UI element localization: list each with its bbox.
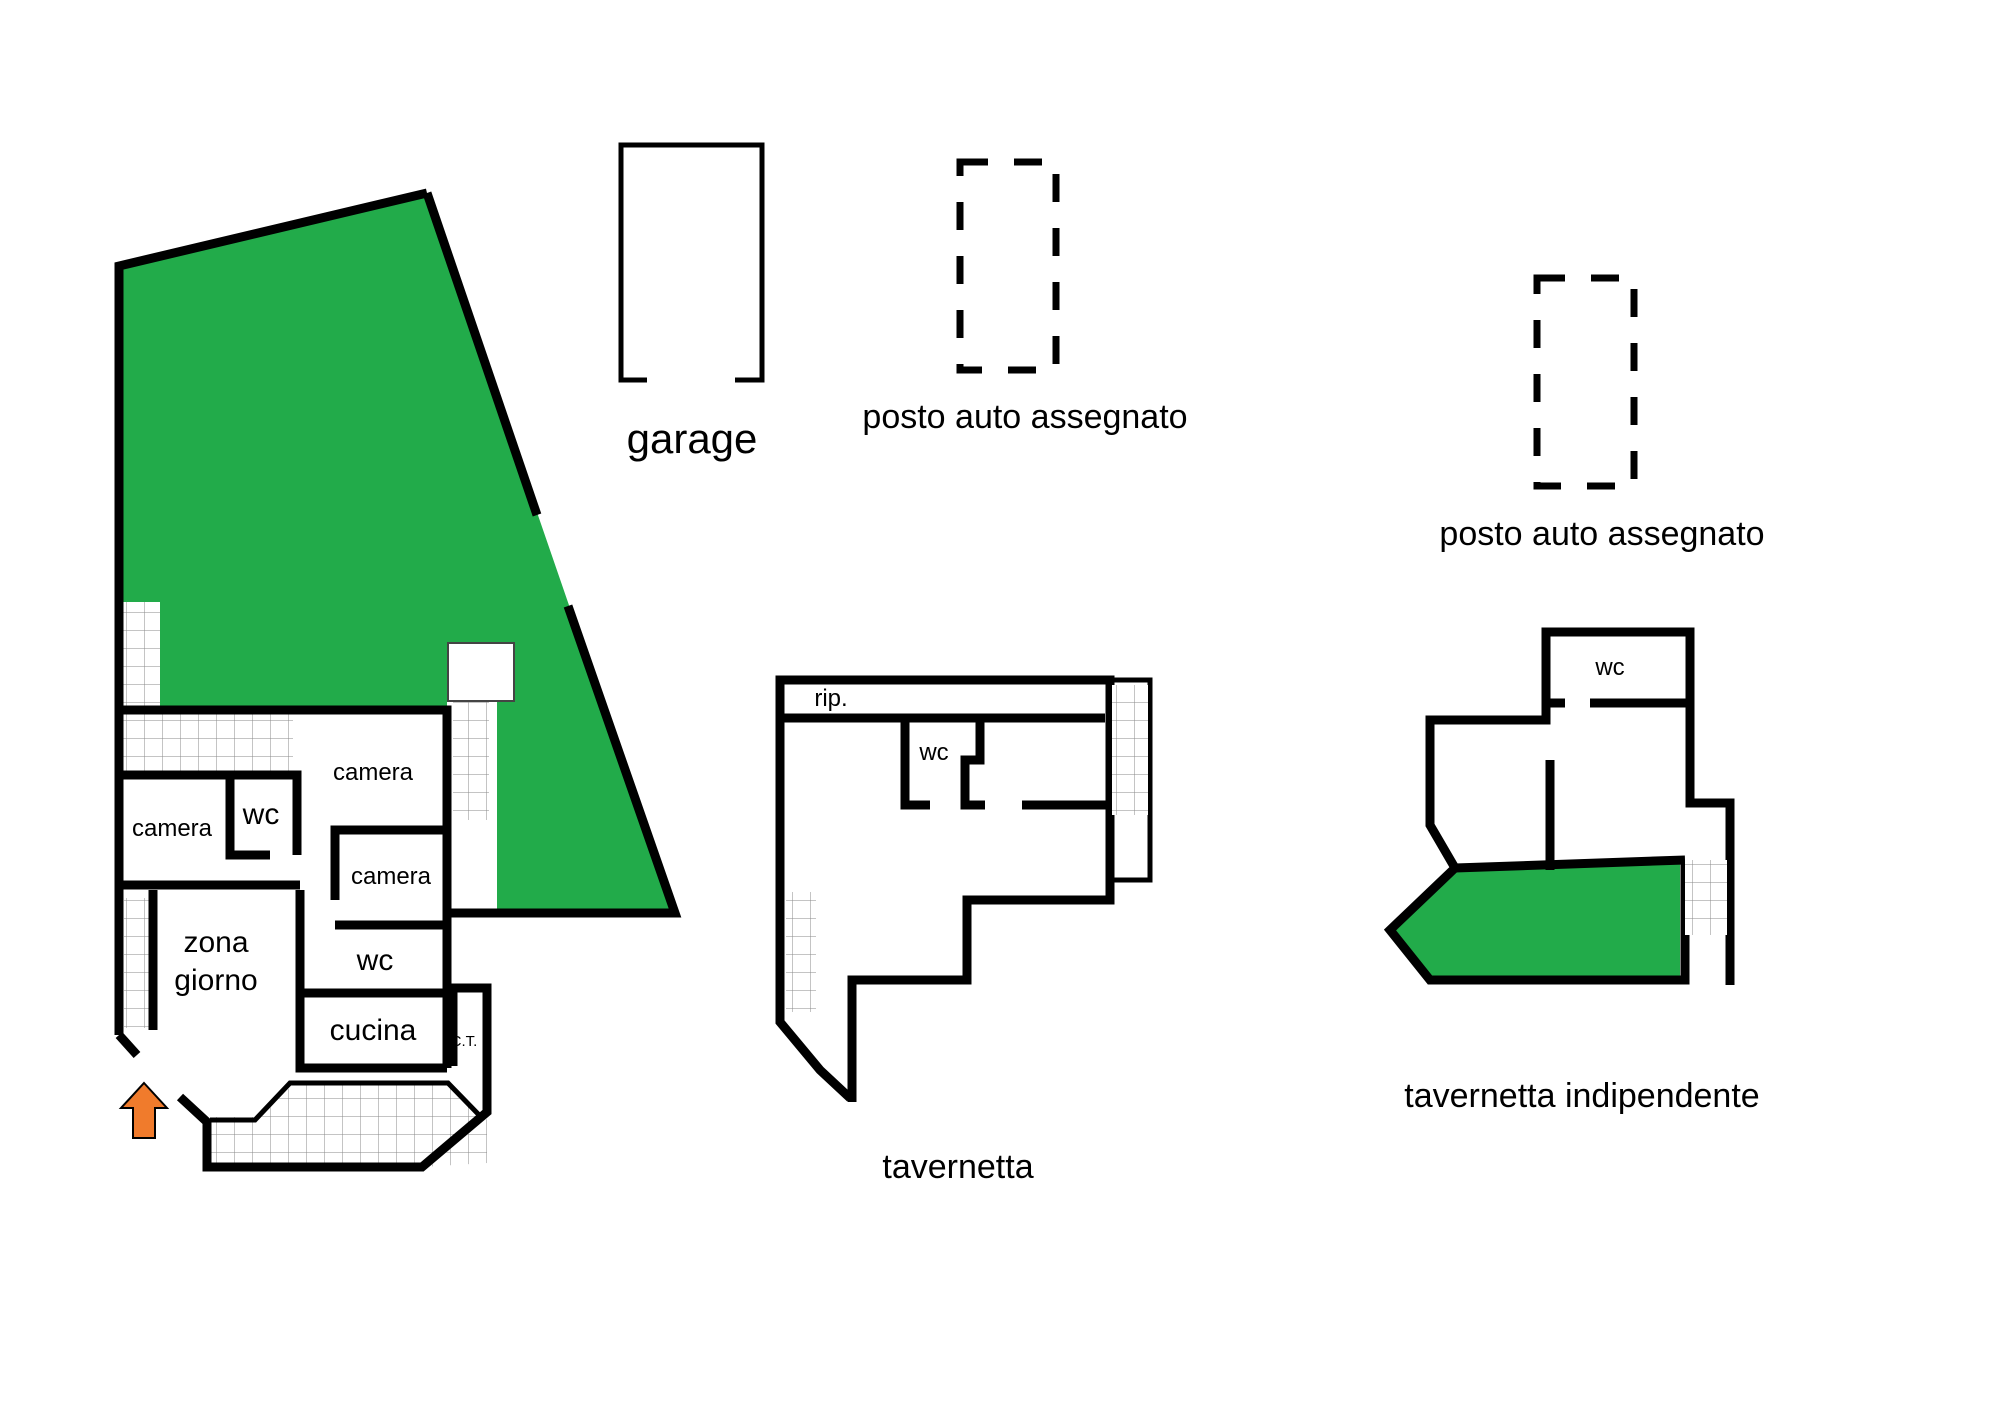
terrace-wall	[176, 983, 492, 1172]
wall-bedroom-row	[119, 770, 302, 855]
wall-cucina	[295, 890, 447, 1073]
garden-boundary-lower	[447, 604, 682, 918]
tavernetta-wc-wall	[900, 718, 930, 810]
tavernetta-room-wall	[960, 718, 985, 810]
garden-area	[119, 193, 675, 913]
room-zona-giorno-2: giorno	[174, 964, 257, 997]
indip-outer-wall	[1383, 627, 1735, 985]
room-camera-top: camera	[333, 759, 414, 786]
room-wc-main: wc	[356, 944, 394, 977]
tavernetta-outer-wall	[775, 675, 1115, 1102]
terrace-rail	[210, 1080, 484, 1123]
terrace-tiles-top	[123, 712, 293, 772]
room-rip: rip.	[814, 685, 847, 712]
house-south-wall	[115, 1031, 141, 1059]
label-tavernetta: tavernetta	[882, 1148, 1033, 1186]
room-cucina: cucina	[330, 1014, 417, 1047]
garage-group	[618, 142, 1638, 490]
stair-center	[453, 700, 489, 820]
garage-outline	[618, 142, 765, 383]
room-camera-middle: camera	[351, 863, 432, 890]
garden-boundary	[422, 191, 542, 517]
tavernetta-stairs	[1112, 685, 1148, 815]
parking-slot-1	[956, 158, 1060, 374]
main-house	[114, 188, 682, 1172]
indip-terrace-wall	[1454, 855, 1686, 873]
indip-stairs	[1685, 860, 1727, 935]
room-wc-indipendente: wc	[1594, 654, 1624, 681]
label-garage: garage	[627, 415, 758, 462]
tavernetta-plan	[775, 675, 1153, 1102]
terrace-green	[1390, 860, 1680, 980]
label-posto-auto-2: posto auto assegnato	[1439, 515, 1764, 553]
wall-top-row	[119, 705, 452, 1068]
room-wc-tavernetta: wc	[918, 739, 948, 766]
tavernetta-stair-wall	[1110, 677, 1153, 883]
entry-arrow-icon	[118, 1081, 170, 1139]
wall-wc-small	[225, 775, 270, 860]
tavernetta-stairs-2	[786, 892, 816, 1012]
terrace-tiles-bottom	[207, 1083, 487, 1167]
room-camera-left: camera	[132, 815, 213, 842]
room-zona-giorno-1: zona	[183, 926, 248, 959]
stair-left-top	[122, 602, 160, 712]
stair-landing	[447, 642, 515, 702]
tavernetta-indipendente-plan	[1383, 627, 1735, 985]
parking-slot-2	[1533, 274, 1638, 490]
room-wc-small: wc	[242, 798, 280, 831]
label-posto-auto-1: posto auto assegnato	[862, 398, 1187, 436]
label-tavernetta-indipendente: tavernetta indipendente	[1404, 1077, 1759, 1115]
room-ct: C.T.	[451, 1033, 478, 1050]
wall-camera-middle	[330, 825, 447, 900]
